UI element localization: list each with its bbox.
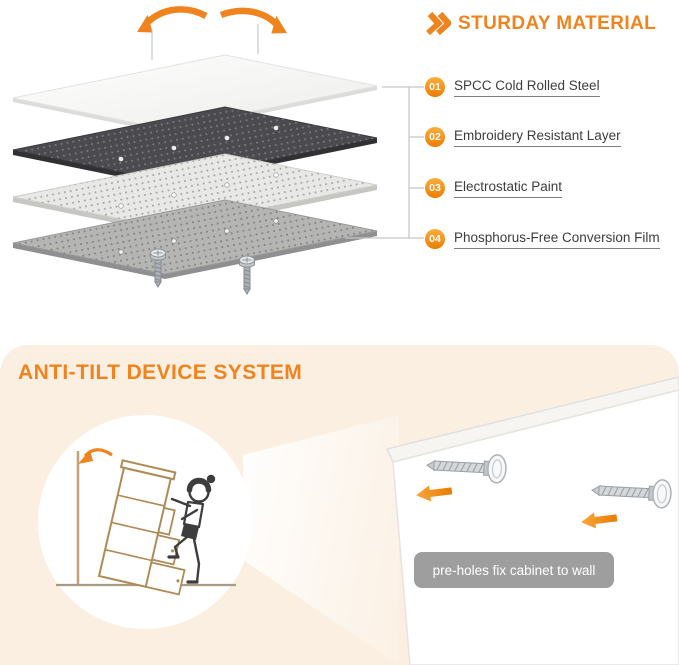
- item-label: Electrostatic Paint: [454, 179, 563, 198]
- tilt-warning-illustration: [56, 448, 236, 596]
- item-number-badge: 01: [425, 77, 445, 97]
- material-item: 03 Electrostatic Paint: [425, 177, 563, 199]
- rotate-arrows-icon: [137, 6, 287, 34]
- item-label: Embroidery Resistant Layer: [454, 128, 621, 147]
- item-label: Phosphorus-Free Conversion Film: [454, 230, 660, 249]
- item-number-badge: 02: [425, 127, 445, 147]
- cabinet-graphic: [385, 376, 679, 665]
- caption-pill: pre-holes fix cabinet to wall: [414, 552, 614, 588]
- double-chevron-icon: [426, 11, 453, 36]
- item-number-badge: 03: [425, 178, 445, 198]
- section-title: STURDAY MATERIAL: [458, 12, 657, 34]
- material-item: 04 Phosphorus-Free Conversion Film: [425, 228, 660, 250]
- material-item: 01 SPCC Cold Rolled Steel: [425, 76, 600, 98]
- screw-icon: [239, 255, 255, 295]
- warning-illustration-circle: [38, 415, 252, 629]
- anti-tilt-panel: ANTI-TILT DEVICE SYSTEM pre-holes fix ca…: [0, 345, 679, 665]
- material-item: 02 Embroidery Resistant Layer: [425, 126, 621, 148]
- layer-conversion-film: [12, 199, 378, 279]
- callout-bracket: [345, 86, 424, 239]
- screw-icon: [150, 248, 166, 288]
- layered-material-diagram: [12, 6, 424, 295]
- item-label: SPCC Cold Rolled Steel: [454, 78, 600, 97]
- item-number-badge: 04: [425, 229, 445, 249]
- fall-direction-arrow-icon: [78, 448, 113, 464]
- section-title: ANTI-TILT DEVICE SYSTEM: [18, 361, 303, 384]
- material-section-header: STURDAY MATERIAL: [426, 11, 656, 36]
- child-figure: [167, 474, 216, 584]
